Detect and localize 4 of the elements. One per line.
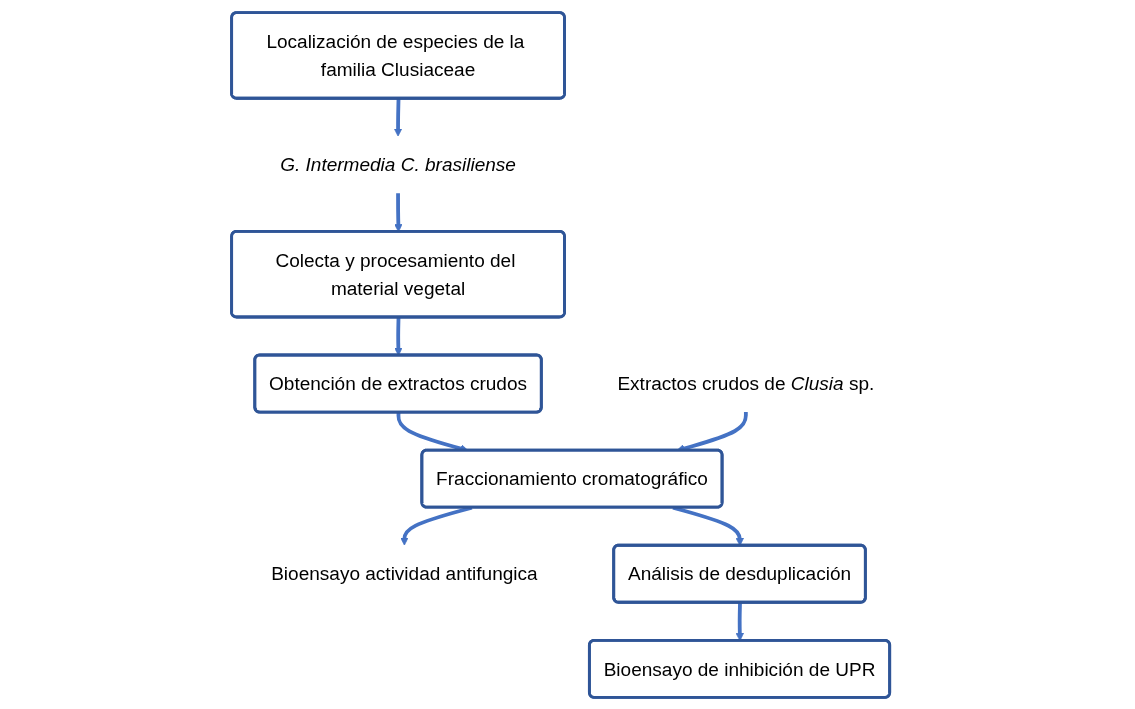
node-text: Extractos crudos de Clusia sp. <box>617 372 875 394</box>
node-text: G. Intermedia C. brasiliense <box>280 153 517 175</box>
arrow <box>394 98 403 137</box>
node-text: Bioensayo actividad antifungica <box>271 562 538 584</box>
